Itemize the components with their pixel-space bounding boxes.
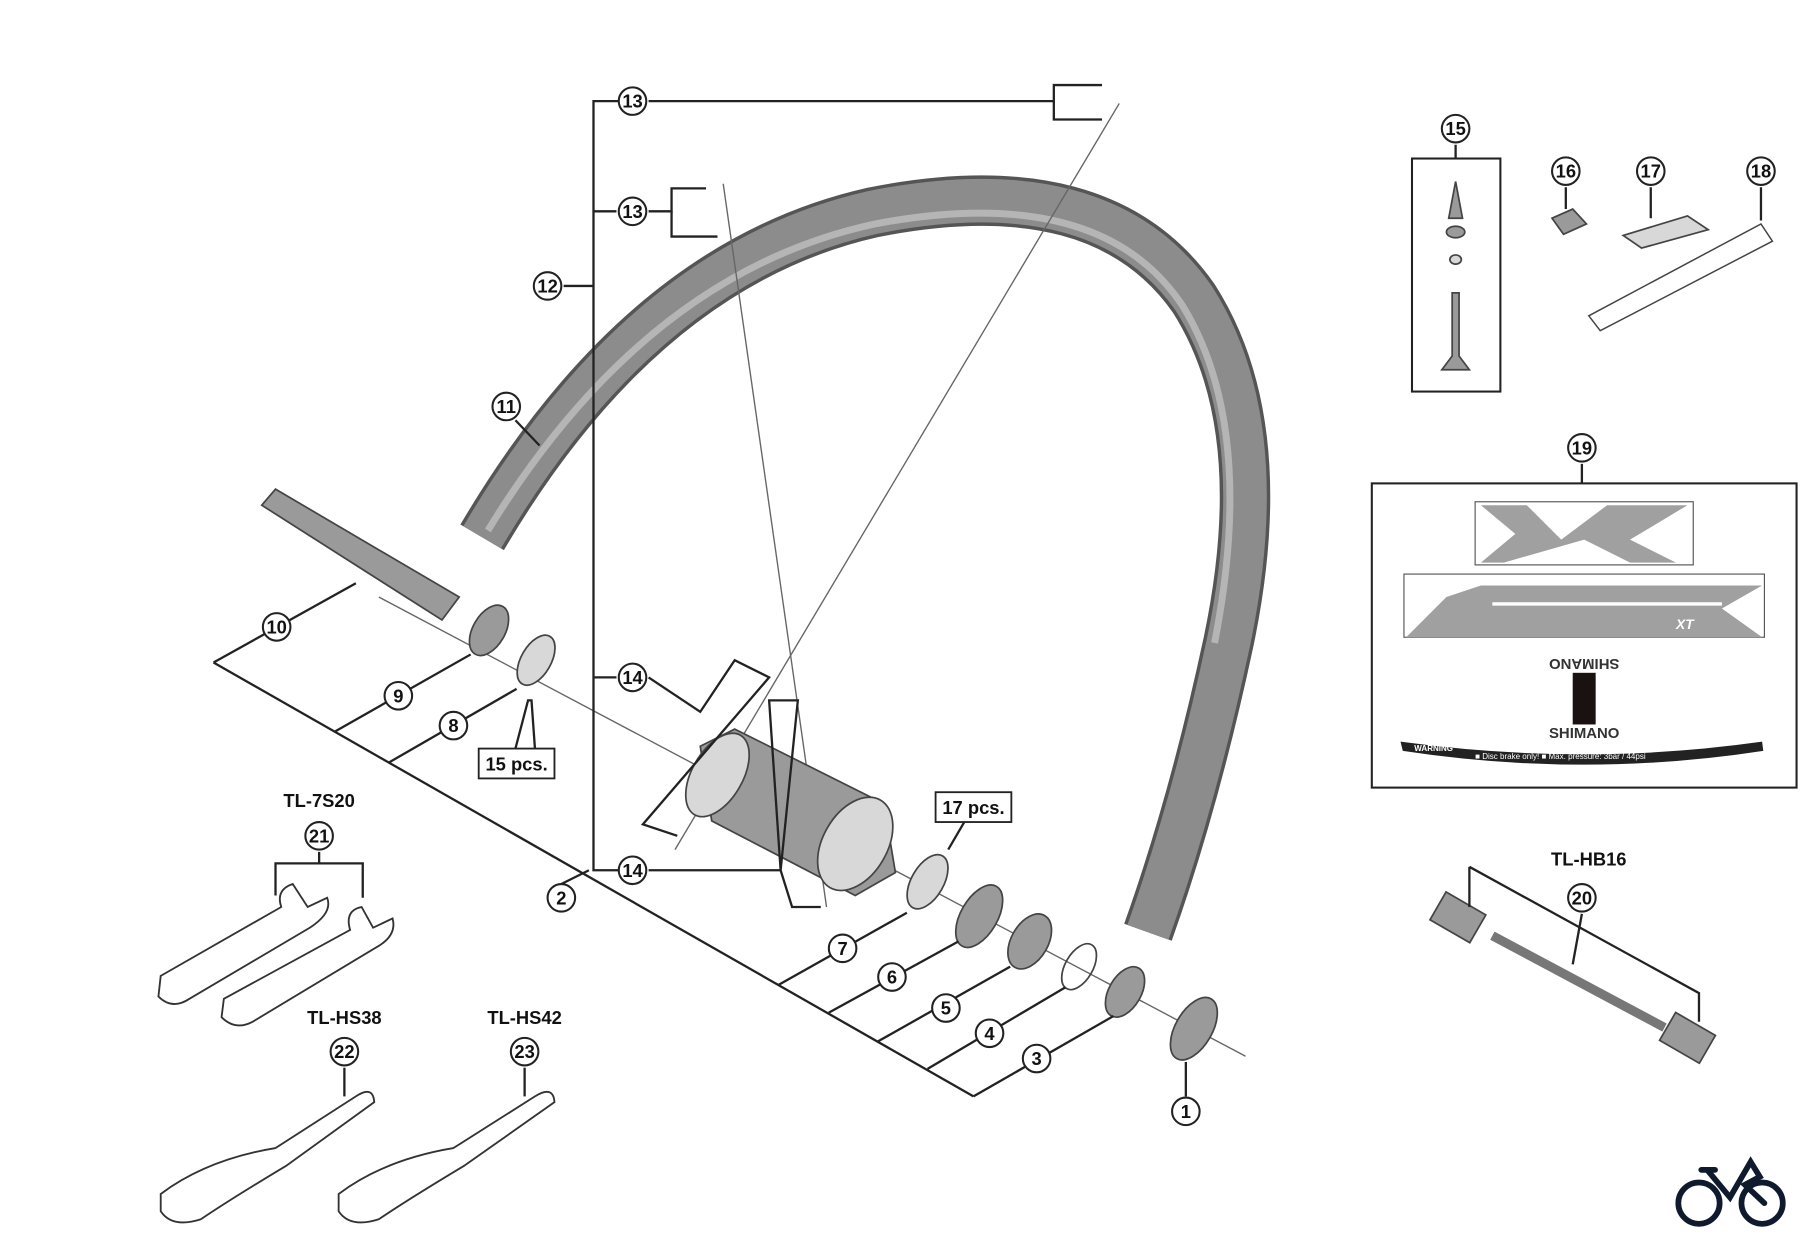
callout-3[interactable]: 3 — [1021, 1043, 1052, 1074]
svg-text:13: 13 — [622, 91, 642, 112]
axle[interactable] — [0, 0, 461, 622]
callout-11[interactable]: 11 — [491, 391, 522, 422]
o-ring-4[interactable] — [1055, 938, 1104, 996]
svg-text:22: 22 — [334, 1041, 354, 1062]
svg-text:21: 21 — [309, 825, 329, 846]
cone-5[interactable] — [999, 906, 1061, 976]
valve-parts[interactable] — [1410, 157, 1502, 393]
valve-body-16[interactable] — [1550, 207, 1588, 236]
svg-text:14: 14 — [622, 667, 643, 688]
svg-text:2: 2 — [556, 887, 566, 908]
svg-text:7: 7 — [837, 938, 847, 959]
qty-17-pcs: 17 pcs. — [934, 791, 1013, 823]
svg-text:23: 23 — [514, 1041, 534, 1062]
callout-23[interactable]: 23 — [509, 1036, 540, 1067]
tool-label-22: TL-HS38 — [307, 1007, 381, 1028]
svg-text:12: 12 — [537, 275, 557, 296]
svg-text:3: 3 — [1031, 1048, 1041, 1069]
svg-text:4: 4 — [984, 1023, 995, 1044]
callout-18[interactable]: 18 — [1746, 156, 1776, 186]
sticker-brand-top: SHIMANO — [1549, 655, 1619, 672]
sticker-set[interactable]: XT SHIMANO SHIMANO WARNING ■ Disc brake … — [1370, 482, 1798, 789]
hub-wrench-tl-hs42[interactable] — [337, 1090, 556, 1224]
callout-7[interactable]: 7 — [827, 933, 858, 964]
callout-4[interactable]: 4 — [974, 1018, 1005, 1049]
svg-text:5: 5 — [941, 998, 951, 1019]
callout-21[interactable]: 21 — [304, 821, 334, 851]
sticker-model: XT — [1675, 617, 1695, 632]
svg-text:16: 16 — [1556, 161, 1576, 182]
callout-10[interactable]: 10 — [261, 612, 292, 642]
callout-14-lower[interactable]: 14 — [617, 855, 648, 886]
callout-16[interactable]: 16 — [1551, 156, 1581, 186]
hub-wrench-tl-hs38[interactable] — [159, 1090, 376, 1224]
cone-wrenches-tl-7s20[interactable] — [157, 882, 395, 1027]
callout-13-lower[interactable]: 13 — [617, 196, 648, 227]
callout-19[interactable]: 19 — [1567, 432, 1597, 463]
tool-label-23: TL-HS42 — [487, 1007, 561, 1028]
hub-tool-tl-hb16[interactable] — [1428, 890, 1717, 1065]
svg-text:14: 14 — [622, 860, 643, 881]
sticker-warning: WARNING — [1414, 744, 1453, 753]
callout-15[interactable]: 15 — [1440, 113, 1471, 144]
svg-text:13: 13 — [622, 201, 642, 222]
svg-text:10: 10 — [266, 616, 286, 637]
callout-12[interactable]: 12 — [532, 271, 563, 301]
callout-6[interactable]: 6 — [877, 962, 907, 992]
callout-22[interactable]: 22 — [329, 1036, 360, 1067]
callout-8[interactable]: 8 — [438, 710, 469, 741]
lock-nut-3[interactable] — [1097, 960, 1152, 1024]
hub-body[interactable] — [673, 723, 909, 904]
callout-17[interactable]: 17 — [1635, 156, 1666, 186]
callout-13-upper[interactable]: 13 — [617, 86, 648, 116]
callout-14-upper[interactable]: 14 — [617, 662, 648, 693]
svg-text:15 pcs.: 15 pcs. — [485, 753, 547, 774]
svg-text:11: 11 — [497, 396, 516, 417]
sticker-brand-bottom: SHIMANO — [1549, 725, 1619, 742]
svg-text:18: 18 — [1751, 161, 1771, 182]
callout-9[interactable]: 9 — [383, 680, 414, 711]
svg-text:15: 15 — [1445, 118, 1465, 139]
sticker-warning-text: ■ Disc brake only! ■ Max. pressure: 3bar… — [1475, 752, 1646, 761]
rim[interactable] — [460, 175, 1271, 941]
svg-text:9: 9 — [393, 685, 403, 706]
svg-text:8: 8 — [448, 715, 458, 736]
qty-15-pcs: 15 pcs. — [477, 747, 556, 780]
washer-9[interactable] — [461, 598, 516, 662]
callout-2[interactable]: 2 — [546, 882, 577, 913]
svg-text:20: 20 — [1572, 887, 1592, 908]
svg-text:17 pcs.: 17 pcs. — [942, 797, 1004, 818]
tool-label-20: TL-HB16 — [1551, 849, 1626, 870]
svg-text:6: 6 — [887, 967, 897, 988]
svg-text:17: 17 — [1641, 161, 1661, 182]
ball-retainer-8[interactable] — [509, 629, 562, 692]
ball-retainer-7[interactable] — [899, 848, 957, 916]
bicycle-logo-icon — [1675, 1156, 1786, 1227]
seal-6[interactable] — [946, 877, 1012, 955]
rim-tape-18[interactable] — [1587, 222, 1774, 332]
end-cap-1[interactable] — [1161, 990, 1227, 1068]
callout-20[interactable]: 20 — [1567, 882, 1597, 913]
tool-label-21: TL-7S20 — [283, 790, 354, 811]
callout-1[interactable]: 1 — [1171, 1096, 1201, 1127]
callout-5[interactable]: 5 — [931, 993, 961, 1023]
svg-text:19: 19 — [1572, 437, 1592, 458]
rim-tape-tool-17[interactable] — [1621, 214, 1711, 249]
svg-text:1: 1 — [1181, 1101, 1191, 1122]
